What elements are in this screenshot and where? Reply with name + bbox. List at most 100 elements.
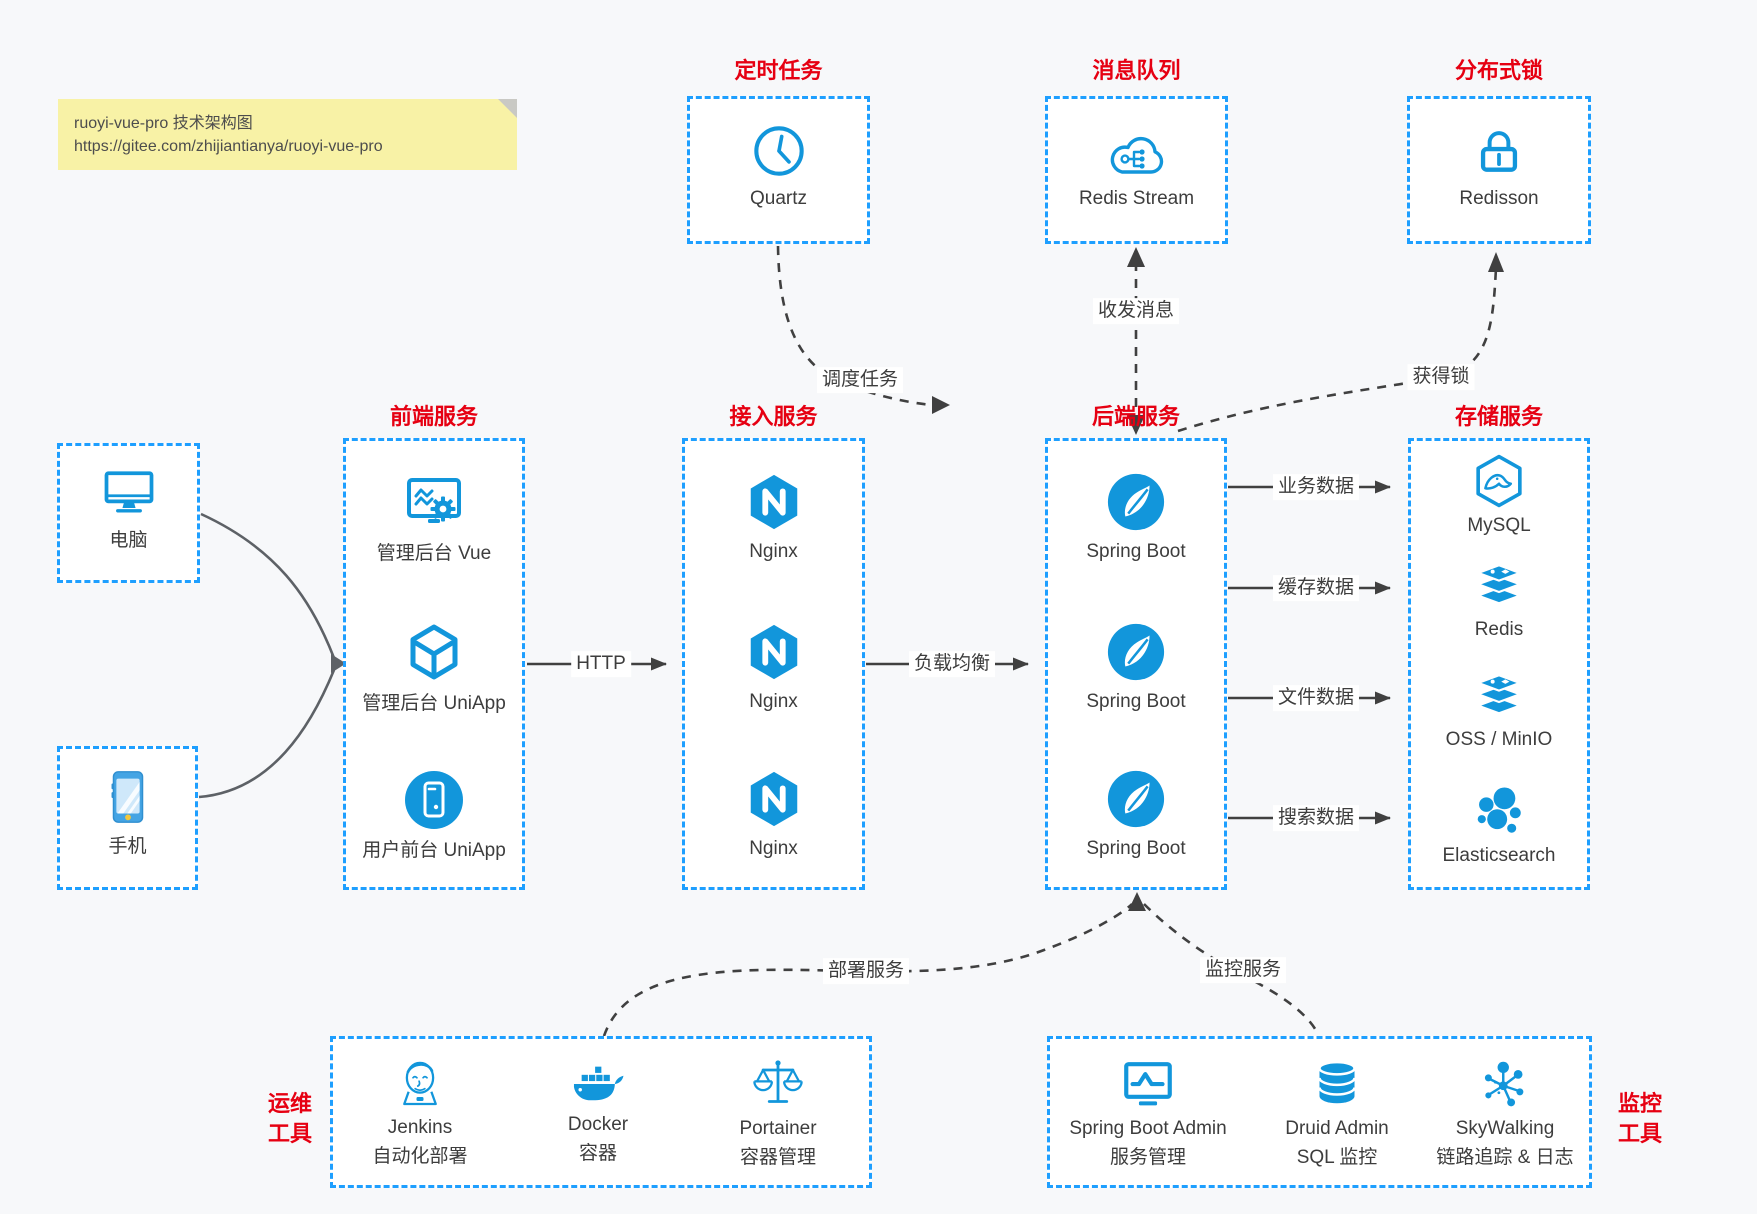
- tool-name: Portainer: [739, 1118, 817, 1139]
- clock-icon: [750, 122, 808, 180]
- druid-icon: [1309, 1056, 1365, 1112]
- admin-vue-node: 管理后台 Vue: [343, 471, 525, 566]
- nginx-icon: [743, 768, 805, 830]
- tool-desc: SQL 监控: [1296, 1146, 1378, 1168]
- redisson-node: Redisson: [1407, 120, 1591, 211]
- nginx-node: Nginx: [682, 471, 865, 564]
- frontend-arrowhead: [331, 654, 346, 673]
- redis-icon: [1470, 560, 1528, 614]
- docker-icon: [567, 1058, 629, 1108]
- deploy-service-label: 部署服务: [822, 958, 910, 984]
- monitoring-box: [1047, 1036, 1592, 1188]
- monitoring-label-line2: 工具: [1617, 1121, 1662, 1146]
- node-label: Redis: [1474, 619, 1524, 640]
- monitoring-group-label: 监控 工具: [1602, 1089, 1678, 1149]
- note-url: https://gitee.com/zhijiantianya/ruoyi-vu…: [74, 138, 383, 155]
- acquire-lock-label: 获得锁: [1407, 364, 1475, 390]
- ops-group-label: 运维 工具: [252, 1089, 328, 1149]
- docker-node: Docker 容器: [508, 1058, 688, 1166]
- spring-boot-node: Spring Boot: [1045, 621, 1227, 714]
- business-data-label: 业务数据: [1272, 474, 1360, 500]
- note-title: ruoyi-vue-pro 技术架构图: [74, 115, 253, 132]
- http-label: HTTP: [571, 651, 631, 677]
- monitor-service-label: 监控服务: [1199, 957, 1287, 983]
- node-label: Nginx: [749, 541, 798, 562]
- user-uniapp-node: 用户前台 UniApp: [343, 768, 525, 863]
- node-label: Spring Boot: [1086, 541, 1186, 562]
- scheduled-box: [687, 96, 870, 244]
- node-label: Nginx: [749, 691, 798, 712]
- nginx-node: Nginx: [682, 621, 865, 714]
- tool-desc: 服务管理: [1109, 1146, 1186, 1168]
- scheduled-title: 定时任务: [734, 58, 823, 83]
- admin-uniapp-node: 管理后台 UniApp: [343, 621, 525, 716]
- skywalking-icon: [1477, 1056, 1533, 1112]
- spring-boot-admin-node: Spring Boot Admin 服务管理: [1058, 1058, 1238, 1170]
- pc-box: [57, 443, 200, 583]
- lock-icon: [1469, 120, 1529, 180]
- mysql-node: MySQL: [1408, 452, 1590, 538]
- tool-desc: 容器: [578, 1142, 617, 1164]
- redis-stream-node: Redis Stream: [1045, 126, 1228, 211]
- acquire-lock-arrowhead: [1488, 252, 1504, 272]
- quartz-node: Quartz: [687, 122, 870, 211]
- spring-icon: [1105, 768, 1167, 830]
- load-balance-label: 负载均衡: [908, 651, 996, 677]
- backend-bottom-arrowhead: [1128, 892, 1146, 911]
- mq-title: 消息队列: [1092, 58, 1181, 83]
- oss-minio-node: OSS / MinIO: [1408, 670, 1590, 752]
- node-label: Elasticsearch: [1442, 845, 1556, 866]
- spring-boot-node: Spring Boot: [1045, 768, 1227, 861]
- phone-to-frontend-line: [198, 669, 336, 799]
- storage-title: 存储服务: [1454, 404, 1543, 429]
- tool-name: SkyWalking: [1455, 1118, 1555, 1139]
- node-label: Redisson: [1459, 188, 1539, 209]
- node-label: Spring Boot: [1086, 838, 1186, 859]
- tool-desc: 容器管理: [739, 1146, 816, 1168]
- jenkins-node: Jenkins 自动化部署: [330, 1055, 510, 1169]
- skywalking-node: SkyWalking 链路追踪 & 日志: [1415, 1056, 1595, 1170]
- spring-boot-node: Spring Boot: [1045, 471, 1227, 564]
- mq-box: [1045, 96, 1228, 244]
- search-data-label: 搜索数据: [1272, 805, 1360, 831]
- tool-desc: 链路追踪 & 日志: [1436, 1146, 1574, 1168]
- file-data-label: 文件数据: [1272, 685, 1360, 711]
- tool-desc: 自动化部署: [372, 1145, 468, 1167]
- spring-icon: [1105, 621, 1167, 683]
- node-label: MySQL: [1467, 515, 1531, 536]
- node-label: Redis Stream: [1078, 188, 1195, 209]
- pc-to-frontend-line: [200, 512, 336, 659]
- ops-label-line1: 运维: [267, 1091, 312, 1116]
- uniapp-cube-icon: [402, 621, 466, 685]
- node-label: Quartz: [749, 188, 808, 209]
- ops-label-line2: 工具: [267, 1121, 312, 1146]
- note-fold-corner: [498, 99, 517, 118]
- oss-icon: [1470, 670, 1528, 724]
- nginx-icon: [743, 471, 805, 533]
- nginx-icon: [743, 621, 805, 683]
- sticky-note: ruoyi-vue-pro 技术架构图 https://gitee.com/zh…: [58, 99, 517, 170]
- nginx-node: Nginx: [682, 768, 865, 861]
- message-arrowhead-down: [1127, 415, 1145, 435]
- frontend-title: 前端服务: [389, 404, 478, 429]
- lock-title: 分布式锁: [1454, 58, 1543, 83]
- cache-data-label: 缓存数据: [1272, 575, 1360, 601]
- ops-box: [330, 1036, 872, 1188]
- node-label: 手机: [108, 836, 147, 857]
- elasticsearch-icon: [1470, 782, 1528, 840]
- uniapp-phone-icon: [402, 768, 466, 832]
- monitoring-label-line1: 监控: [1617, 1091, 1662, 1116]
- node-label: Spring Boot: [1086, 691, 1186, 712]
- phone-node: 手机: [57, 766, 198, 859]
- schedule-task-line: [776, 245, 933, 407]
- portainer-node: Portainer 容器管理: [688, 1056, 868, 1170]
- backend-title: 后端服务: [1091, 404, 1180, 429]
- message-arrowhead-up: [1127, 247, 1145, 267]
- pc-node: 电脑: [57, 462, 200, 553]
- spring-icon: [1105, 471, 1167, 533]
- cloud-stream-icon: [1105, 126, 1169, 180]
- send-receive-message-label: 收发消息: [1092, 298, 1180, 324]
- deploy-service-line: [602, 903, 1133, 1037]
- tool-name: Jenkins: [387, 1117, 453, 1138]
